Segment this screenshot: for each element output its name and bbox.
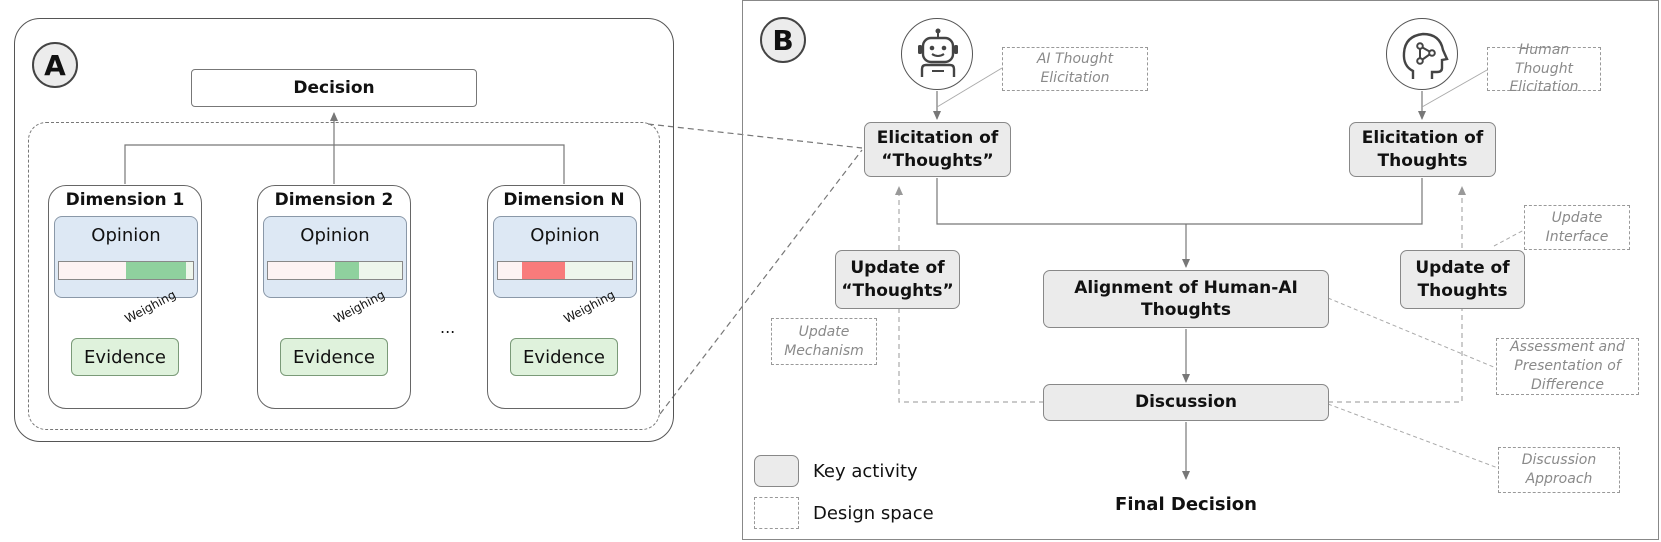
opinion-box: Opinion [263,216,407,298]
bar-opinion-fill [126,262,187,279]
more-dimensions-ellipsis: ... [440,318,456,337]
human-head-network-icon [1386,18,1458,90]
dimension-title: Dimension 2 [274,190,394,210]
design-space-ai-thought-elicitation: AI Thought Elicitation [1002,47,1148,91]
evidence-box: Evidence [71,338,179,376]
ai-update-box: Update of “Thoughts” [835,250,960,309]
opinion-label: Opinion [530,225,600,246]
panel-b-badge: B [760,17,806,63]
design-space-assessment: Assessment and Presentation of Differenc… [1496,338,1639,395]
evidence-box: Evidence [510,338,618,376]
bar-opinion-fill [335,262,360,279]
bar-positive-region [186,262,193,279]
design-space-human-thought-elicitation: Human Thought Elicitation [1487,42,1601,95]
legend-design-space-swatch [754,497,799,529]
dimension-title: Dimension 1 [65,190,185,210]
opinion-box: Opinion [54,216,198,298]
dimension-title: Dimension N [503,190,625,210]
bar-positive-region [359,262,402,279]
decision-box: Decision [191,69,477,107]
bar-negative-region [268,262,335,279]
bar-positive-region [565,262,632,279]
panel-a-badge: A [32,42,78,88]
panel-a-frame [14,18,674,442]
opinion-box: Opinion [493,216,637,298]
legend-key-activity-label: Key activity [813,461,918,482]
design-space-update-mechanism: Update Mechanism [771,318,877,365]
opinion-bar [497,261,633,280]
bar-negative-region [59,262,126,279]
discussion-box: Discussion [1043,384,1329,421]
panel-b-frame [742,0,1659,540]
evidence-box: Evidence [280,338,388,376]
bar-opinion-fill [522,262,565,279]
opinion-bar [267,261,403,280]
dimension-card-n: Dimension N Opinion Weighing Evidence [487,185,641,409]
opinion-bar [58,261,194,280]
ai-elicitation-box: Elicitation of “Thoughts” [864,122,1011,177]
human-update-box: Update of Thoughts [1400,250,1525,309]
dimensions-group [28,122,660,430]
bar-negative-region [498,262,523,279]
design-space-update-interface: Update Interface [1524,205,1630,250]
design-space-discussion-approach: Discussion Approach [1498,447,1620,493]
opinion-label: Opinion [91,225,161,246]
dimension-card-1: Dimension 1 Opinion Weighing Evidence [48,185,202,409]
robot-icon [901,18,973,90]
final-decision-label: Final Decision [1115,494,1257,515]
alignment-box: Alignment of Human-AI Thoughts [1043,270,1329,328]
dimension-card-2: Dimension 2 Opinion Weighing Evidence [257,185,411,409]
legend-design-space-label: Design space [813,503,934,524]
legend-key-activity-swatch [754,455,799,487]
opinion-label: Opinion [300,225,370,246]
human-elicitation-box: Elicitation of Thoughts [1349,122,1496,177]
